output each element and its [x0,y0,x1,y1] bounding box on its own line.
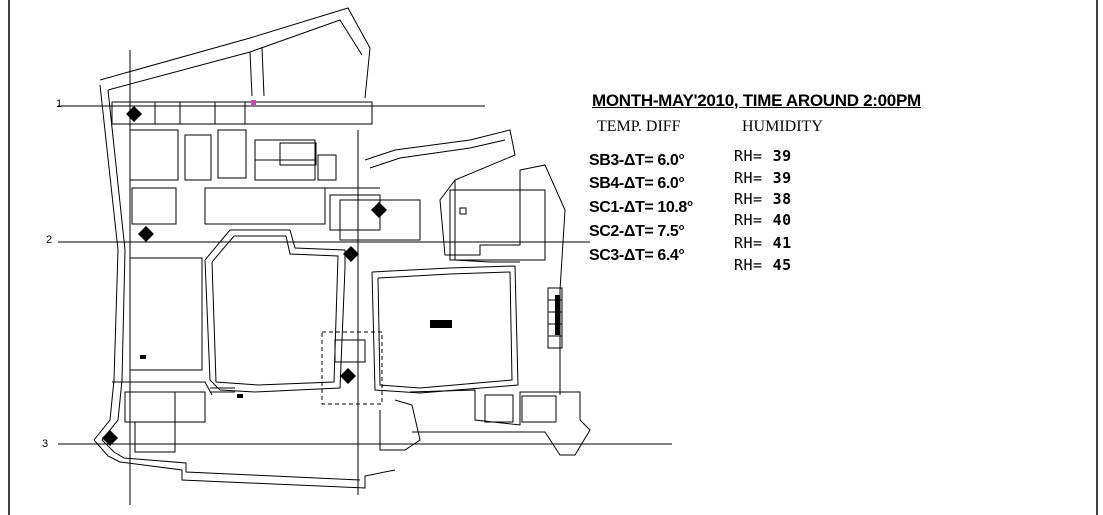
grid-label-3: 3 [42,438,49,450]
sensor-marker-sc1 [371,202,387,218]
rh-value: 39 [772,169,792,187]
accent-mark [251,100,256,105]
temp-row: SC3-ΔT= 6.4° [589,247,685,264]
diagram-title: MONTH-MAY'2010, TIME AROUND 2:00PM [592,91,921,110]
humidity-row: RH= 41 [734,234,792,252]
rh-value: 45 [772,256,792,274]
humidity-row: RH= 39 [734,147,792,165]
rh-label: RH= [734,256,763,274]
temp-row: SB3-ΔT= 6.0° [589,152,685,169]
grid-label-1: 1 [56,98,63,110]
rh-label: RH= [734,169,763,187]
rh-label: RH= [734,211,763,229]
rh-value: 38 [772,190,792,208]
humidity-row: RH= 39 [734,169,792,187]
humidity-header: HUMIDITY [742,118,823,135]
rh-label: RH= [734,190,763,208]
rh-label: RH= [734,234,763,252]
humidity-row: RH= 38 [734,190,792,208]
sensor-marker-sc3 [340,368,356,384]
rh-value: 39 [772,147,792,165]
temp-row: SC1-ΔT= 10.8° [589,199,693,216]
temp-row: SC2-ΔT= 7.5° [589,223,685,240]
sensor-marker-sc4 [102,430,118,446]
grid-label-2: 2 [46,234,53,246]
temp-row: SB4-ΔT= 6.0° [589,175,685,192]
rh-value: 41 [772,234,792,252]
rh-value: 40 [772,211,792,229]
sensor-marker-sb4 [138,226,154,242]
sensor-marker-sc2 [343,246,359,262]
temp-diff-header: TEMP. DIFF [597,118,681,135]
sensor-marker-sb3 [126,106,142,122]
humidity-row: RH= 40 [734,211,792,229]
rh-label: RH= [734,147,763,165]
humidity-row: RH= 45 [734,256,792,274]
